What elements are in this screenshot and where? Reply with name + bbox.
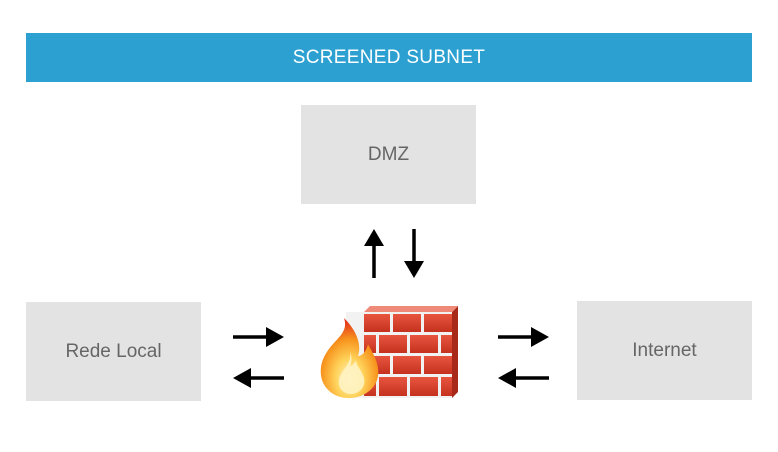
- arrow-down-from-dmz-icon: [404, 229, 424, 278]
- internet-node: Internet: [577, 301, 752, 400]
- diagram-title-banner: SCREENED SUBNET: [26, 33, 752, 82]
- arrow-left-to-lan-icon: [233, 368, 284, 388]
- local-network-node: Rede Local: [26, 302, 201, 401]
- arrow-up-to-dmz-icon: [364, 229, 384, 278]
- dmz-node: DMZ: [301, 105, 476, 204]
- diagram-title: SCREENED SUBNET: [292, 46, 486, 68]
- arrow-right-to-internet-icon: [498, 327, 549, 347]
- arrow-left-from-internet-icon: [498, 368, 549, 388]
- dmz-label: DMZ: [367, 143, 410, 165]
- internet-label: Internet: [632, 339, 697, 361]
- firewall-icon: [320, 306, 458, 399]
- local-network-label: Rede Local: [65, 340, 162, 362]
- arrow-right-from-lan-icon: [233, 327, 284, 347]
